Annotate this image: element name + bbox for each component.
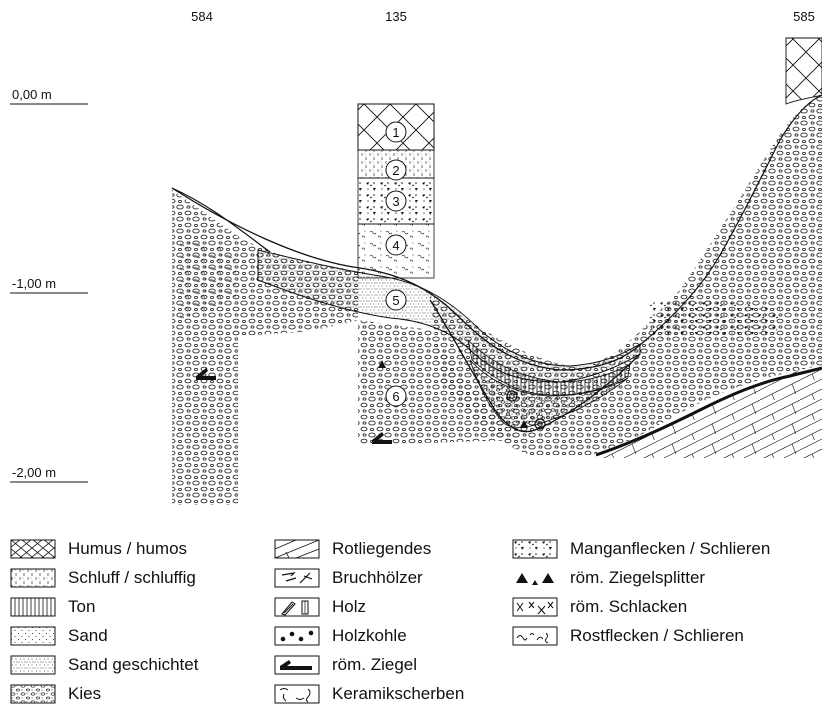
humus-right	[785, 37, 822, 105]
column-label-135: 135	[385, 9, 407, 24]
brick-marker-2	[372, 432, 392, 444]
surface-line	[171, 187, 641, 371]
dots-swatch-icon	[10, 626, 56, 646]
manganese-spots-swatch-icon	[512, 539, 558, 559]
bedrock-area	[596, 365, 822, 458]
legend-item-holz: Holz	[274, 594, 366, 620]
legend-label: Rotliegendes	[332, 539, 432, 558]
legend-item-holzkohle: Holzkohle	[274, 623, 407, 649]
column-label-584: 584	[191, 9, 213, 24]
legend-item-ton: Ton	[10, 594, 95, 620]
channel-basin-outline	[429, 299, 641, 433]
legend-label: Manganflecken / Schlieren	[570, 539, 771, 558]
depth-label-0: 0,00 m	[12, 87, 52, 102]
legend-item-rostflecken: Rostflecken / Schlieren	[512, 623, 744, 649]
legend-label: Keramikscherben	[332, 684, 465, 703]
legend-label: Sand geschichtet	[68, 655, 199, 674]
rust-spots-icon	[512, 626, 558, 646]
legend-item-ziegelsplitter: röm. Ziegelsplitter	[512, 565, 705, 591]
legend-item-humus: Humus / humos	[10, 536, 187, 562]
layer-marker-6: 6	[385, 385, 407, 407]
column-584-gravel	[172, 190, 238, 505]
legend-item-sand-geschichtet: Sand geschichtet	[10, 652, 198, 678]
legend-label: röm. Schlacken	[570, 597, 688, 616]
depth-label-1: -1,00 m	[12, 276, 56, 291]
legend-item-sand: Sand	[10, 623, 108, 649]
legend-label: Schluff / schluffig	[68, 568, 196, 587]
pebbles-swatch-icon	[10, 684, 56, 704]
bedrock-swatch-icon	[274, 539, 320, 559]
column-label-585: 585	[793, 9, 815, 24]
crosshatch-swatch-icon	[10, 539, 56, 559]
dashed-lines-swatch-icon	[10, 568, 56, 588]
brick-splinter-marker	[378, 360, 386, 368]
svg-text:4: 4	[392, 238, 399, 253]
legend-label: röm. Ziegel	[332, 655, 418, 674]
legend-label: röm. Ziegelsplitter	[570, 568, 706, 587]
svg-text:6: 6	[392, 389, 399, 404]
svg-text:1: 1	[392, 125, 399, 140]
legend-item-roem-ziegel: röm. Ziegel	[274, 652, 417, 678]
wood-marker-1	[506, 390, 518, 402]
channel-gravel	[469, 359, 629, 428]
legend-item-kies: Kies	[10, 681, 101, 707]
legend-item-bruchhoelzer: Bruchhölzer	[274, 565, 423, 591]
layer-marker-3: 3	[385, 190, 407, 212]
charcoal-dots-icon	[274, 626, 320, 646]
column-135-lower-gravel	[358, 320, 520, 445]
legend-item-manganflecken: Manganflecken / Schlieren	[512, 536, 770, 562]
layer-marker-2: 2	[385, 159, 407, 181]
legend: Humus / humos Schluff / schluffig Ton Sa…	[0, 528, 822, 710]
brick-marker-1	[196, 368, 216, 380]
legend-label: Ton	[68, 597, 96, 616]
wood-marker-2	[534, 418, 546, 430]
wood-fragments-icon	[274, 568, 320, 588]
triangles-icon	[516, 573, 554, 585]
svg-text:5: 5	[392, 293, 399, 308]
legend-label: Humus / humos	[68, 539, 188, 558]
clay-channel	[467, 338, 631, 396]
wood-icon	[274, 597, 320, 617]
layer-marker-1: 1	[385, 121, 407, 143]
layer-marker-5: 5	[385, 289, 407, 311]
section-profile-drawing: 584 135 585 0,00 m -1,00 m -2,00 m	[10, 9, 822, 505]
brick-splinter-marker-2	[520, 420, 528, 428]
legend-label: Holz	[332, 597, 367, 616]
svg-text:3: 3	[392, 194, 399, 209]
layered-dots-swatch-icon	[10, 655, 56, 675]
vertical-lines-swatch-icon	[10, 597, 56, 617]
depth-label-2: -2,00 m	[12, 465, 56, 480]
bedrock-boundary	[595, 366, 822, 457]
legend-label: Bruchhölzer	[332, 568, 423, 587]
svg-text:2: 2	[392, 163, 399, 178]
legend-item-schluff: Schluff / schluffig	[10, 565, 196, 591]
layer-marker-4: 4	[385, 234, 407, 256]
sherds-icon	[274, 684, 320, 704]
legend-item-rotliegendes: Rotliegendes	[274, 536, 431, 562]
manganese-band-right	[648, 300, 780, 340]
column-584-rust	[180, 240, 236, 320]
legend-item-keramikscherben: Keramikscherben	[274, 681, 464, 707]
slag-crosses-icon	[512, 597, 558, 617]
legend-label: Kies	[68, 684, 102, 703]
legend-label: Rostflecken / Schlieren	[570, 626, 744, 645]
brick-icon	[274, 655, 320, 675]
legend-label: Holzkohle	[332, 626, 407, 645]
legend-label: Sand	[68, 626, 108, 645]
legend-item-schlacken: röm. Schlacken	[512, 594, 687, 620]
